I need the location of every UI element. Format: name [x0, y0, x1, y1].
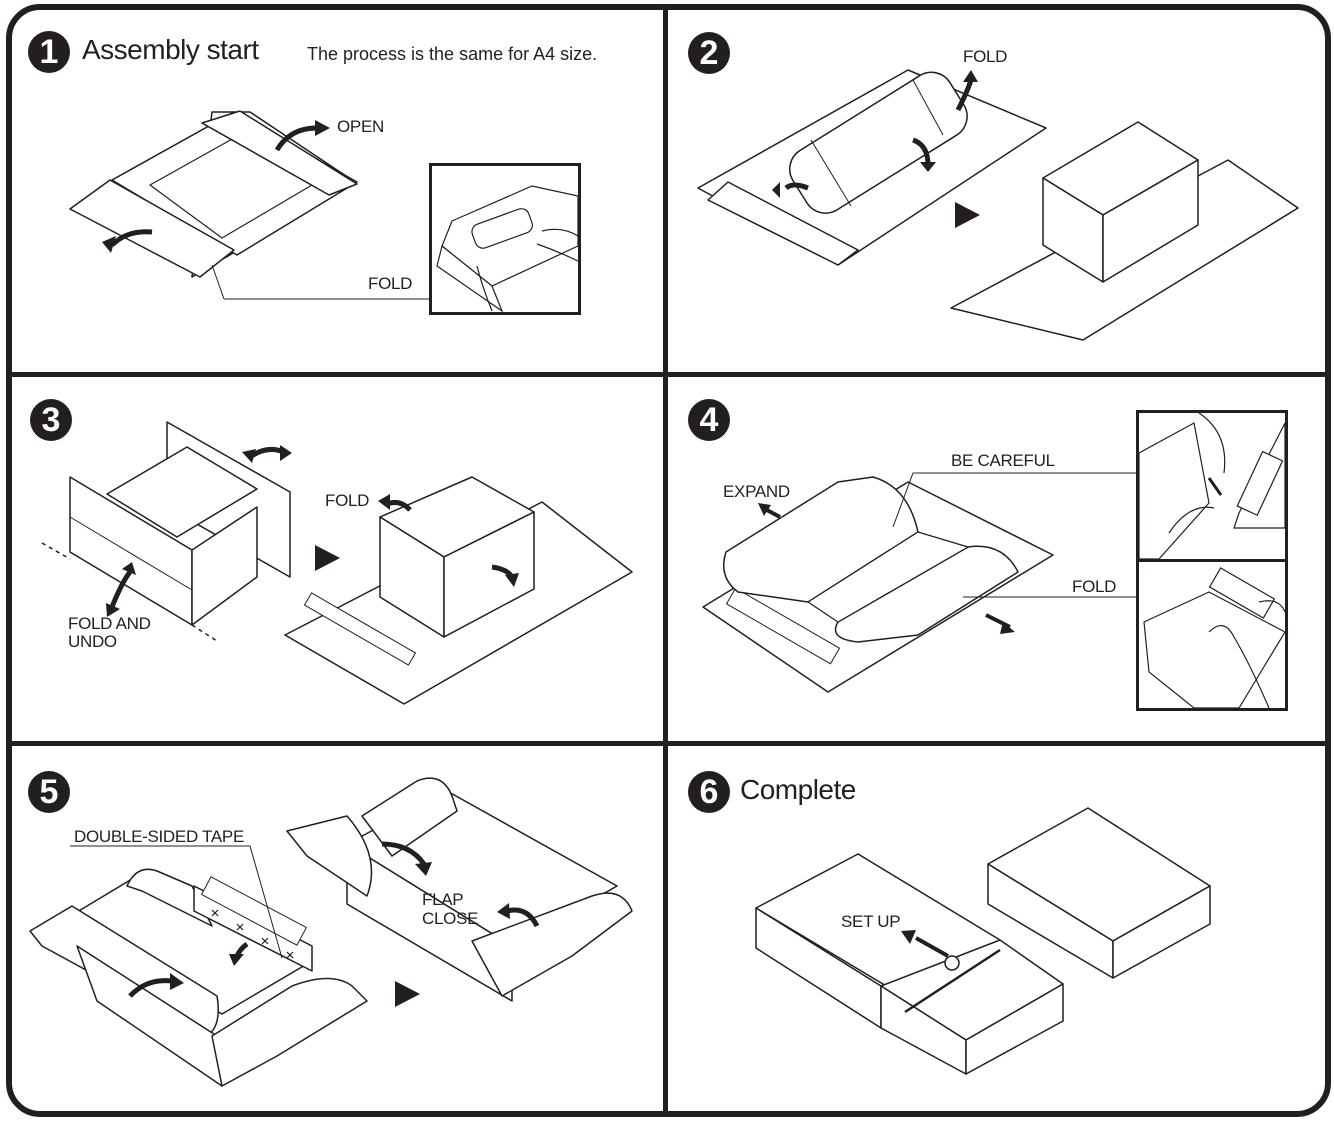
label-set-up: SET UP — [841, 912, 901, 931]
double-arrow-icon — [109, 570, 132, 608]
step-number-badge: 6 — [688, 771, 730, 813]
instruction-sheet-frame — [6, 4, 1331, 1117]
label-fold: FOLD — [325, 491, 370, 510]
step-note: The process is the same for A4 size. — [307, 44, 598, 64]
step-5-panel: 5 — [12, 746, 663, 1108]
flap-left — [69, 179, 235, 278]
curved-arrow-icon — [506, 907, 540, 928]
next-step-arrow-icon — [315, 545, 340, 571]
panel-divider-vertical — [663, 6, 668, 1112]
label-fold: FOLD — [963, 47, 1008, 66]
arrow-head-icon — [102, 236, 116, 253]
step-title: Assembly start — [82, 34, 259, 65]
step-2-panel: 2 FOLD — [668, 10, 1322, 372]
curved-arrow-icon — [784, 182, 809, 191]
curved-arrow-icon — [381, 841, 427, 866]
tape-marks — [211, 909, 294, 959]
step-1-panel: 1 Assembly start The process is the same… — [12, 10, 663, 372]
step-number-badge: 2 — [688, 32, 730, 74]
label-expand: EXPAND — [723, 482, 790, 501]
sleeve-box — [755, 853, 1064, 1075]
step-5-illustration — [29, 777, 633, 1087]
hands-tucking-illustration — [1139, 413, 1285, 559]
label-fold: FOLD — [368, 274, 413, 293]
next-step-arrow-icon — [395, 981, 420, 1007]
step-number-badge: 4 — [688, 399, 730, 441]
label-fold-and-undo-line1: FOLD AND — [68, 614, 151, 633]
closed-box — [987, 807, 1211, 979]
label-flap-close-line2: CLOSE — [422, 909, 479, 928]
curved-arrow-icon — [110, 229, 153, 247]
step-3-illustration — [41, 421, 633, 705]
label-double-sided-tape: DOUBLE-SIDED TAPE — [74, 827, 244, 846]
curved-arrow-icon — [912, 137, 931, 166]
panel-divider-horizontal-2 — [6, 741, 1328, 746]
callout-line — [70, 845, 283, 959]
step-2-illustration — [697, 69, 1299, 341]
label-fold: FOLD — [1072, 577, 1117, 596]
step-6-illustration — [755, 807, 1211, 1075]
step-1-illustration — [69, 110, 430, 300]
step-3-panel: 3 FOLD FOLD AND UNDO — [12, 377, 663, 741]
curved-arrow-icon — [128, 978, 173, 998]
inset-photo-fold — [429, 163, 581, 315]
curved-arrow-icon — [274, 125, 318, 152]
step-4-panel: 4 EXPAND BE CAREFUL FOLD — [668, 377, 1322, 741]
callout-line — [892, 472, 1136, 528]
hands-folding-illustration — [436, 185, 578, 312]
hands-pressing-illustration — [1143, 567, 1285, 708]
arrow-head-icon — [315, 120, 330, 136]
panel-divider-horizontal-1 — [6, 372, 1328, 377]
step-4-illustration — [702, 472, 1136, 693]
step-number-badge: 1 — [28, 31, 70, 73]
next-step-arrow-icon — [955, 202, 980, 228]
step-number-badge: 5 — [28, 771, 70, 813]
step-6-panel: 6 Complete SET UP — [668, 746, 1322, 1108]
step-number-badge: 3 — [30, 399, 72, 441]
step-title: Complete — [740, 774, 856, 805]
set-up-arrow-icon — [915, 936, 949, 958]
label-be-careful: BE CAREFUL — [951, 451, 1055, 470]
label-fold-and-undo-line2: UNDO — [68, 632, 117, 651]
flap-right — [201, 110, 358, 196]
label-flap-close-line1: FLAP — [422, 890, 464, 909]
inset-photo-fold — [1136, 559, 1288, 711]
label-open: OPEN — [337, 117, 384, 136]
inset-photo-be-careful — [1136, 410, 1288, 562]
